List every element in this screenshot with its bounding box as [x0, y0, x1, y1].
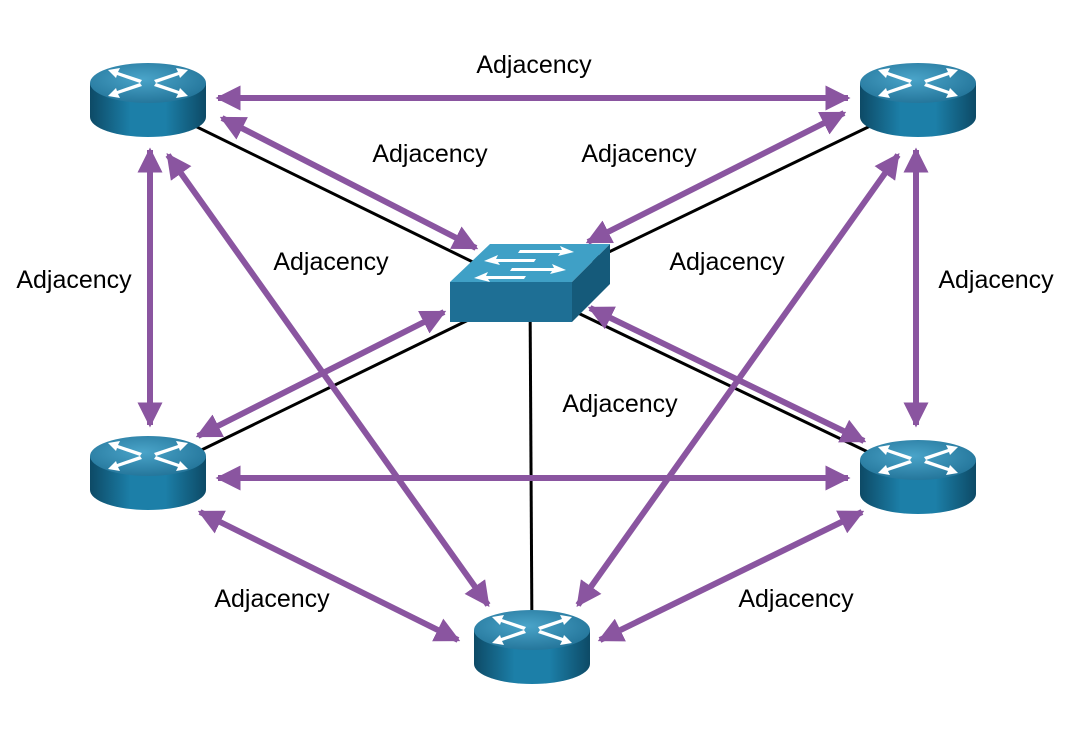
- router-bottom-icon: [474, 610, 590, 684]
- link-mid-right: [529, 288, 919, 478]
- label-center-right: Adjacency: [669, 248, 785, 276]
- label-upper-left-inner: Adjacency: [372, 140, 488, 168]
- adjacency-labels: Adjacency Adjacency Adjacency Adjacency …: [16, 51, 1054, 613]
- adj-arrow-topleft-switch: [219, 115, 479, 251]
- adj-arrow-midleft-switch: [195, 309, 447, 439]
- label-upper-right-inner: Adjacency: [581, 140, 697, 168]
- label-left: Adjacency: [16, 266, 132, 294]
- adjacency-arrows: [137, 85, 929, 643]
- adj-arrow-bottom-right: [597, 509, 865, 643]
- link-bottom: [528, 289, 534, 641]
- router-top-left-icon: [90, 63, 206, 137]
- label-center-bottom: Adjacency: [562, 390, 678, 418]
- label-bottom-right: Adjacency: [738, 585, 854, 613]
- adj-arrow-bottom-left: [197, 509, 461, 643]
- adj-arrow-topleft-bottom: [165, 152, 491, 608]
- router-top-right-icon: [860, 63, 976, 137]
- label-top: Adjacency: [476, 51, 592, 79]
- router-mid-right-icon: [860, 440, 976, 514]
- adj-arrow-midright-switch: [587, 305, 867, 444]
- switch-icon: [450, 244, 610, 322]
- router-mid-left-icon: [90, 436, 206, 510]
- label-center-left: Adjacency: [273, 248, 389, 276]
- label-right: Adjacency: [938, 266, 1054, 294]
- physical-links: [147, 101, 919, 641]
- adj-arrow-topright-switch: [585, 110, 847, 245]
- label-bottom-left: Adjacency: [214, 585, 330, 613]
